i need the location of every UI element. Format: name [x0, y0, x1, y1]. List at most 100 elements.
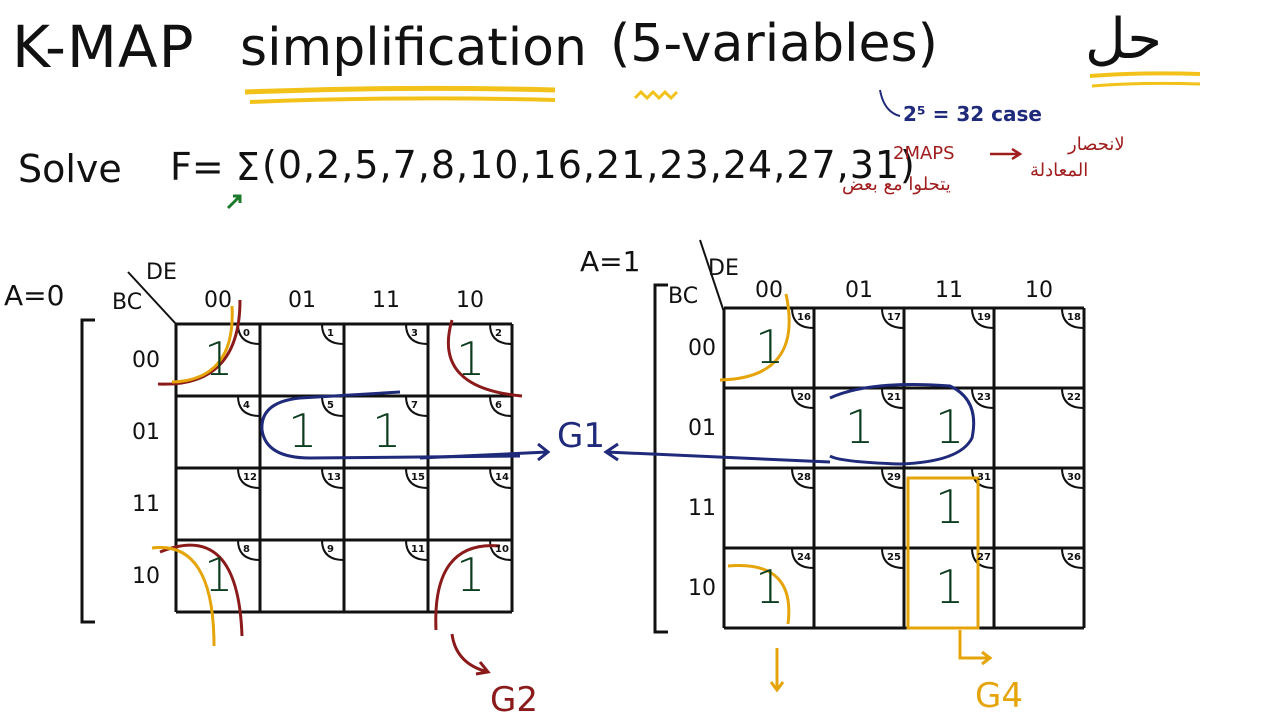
map0-cell-one: 1 [204, 332, 234, 386]
map1-col-header: 11 [935, 278, 963, 303]
map0-row-header: 00 [132, 348, 160, 373]
map0-cell-one: 1 [372, 404, 402, 458]
map0-cell-one: 1 [456, 332, 486, 386]
map1-g4-arrow-left [769, 648, 785, 693]
map0-col-header: 10 [456, 288, 484, 313]
map1-cell-one: 1 [935, 400, 965, 454]
map1-minterm-number: 26 [1067, 552, 1081, 563]
map0-g1-arrow [419, 442, 551, 462]
map1-minterm-badge [791, 307, 815, 329]
title-variables: (5-variables) [610, 14, 938, 74]
map0-a-label: A=0 [4, 279, 65, 312]
map1-minterm-badge [1061, 547, 1085, 569]
map1-minterm-number: 27 [977, 552, 991, 563]
map0-minterm-badge [405, 467, 429, 489]
map1-cell-one: 1 [935, 480, 965, 534]
map1-minterm-badge [1061, 467, 1085, 489]
minterm-list: (0,2,5,7,8,10,16,21,23,24,27,31) [262, 143, 916, 187]
map0-minterm-number: 8 [243, 544, 250, 555]
map1-g4-corner-bl [727, 563, 791, 625]
map1-minterm-number: 19 [977, 312, 991, 323]
map0-g2-corner-tl [157, 299, 242, 386]
arabic-note-2: المعادلة [1030, 160, 1089, 181]
map1-row-header: 10 [688, 576, 716, 601]
map1-a-label: A=1 [580, 245, 641, 278]
map0-minterm-number: 1 [327, 328, 334, 339]
title-underline [244, 85, 556, 95]
map0-cell-one: 1 [204, 548, 234, 602]
map0-col-header: 00 [204, 288, 232, 313]
maps-note: 2MAPS [893, 143, 955, 164]
map1-minterm-badge [791, 387, 815, 409]
map0-minterm-number: 13 [327, 472, 341, 483]
map0-minterm-number: 9 [327, 544, 334, 555]
map0-minterm-badge [489, 323, 513, 345]
map1-minterm-number: 24 [797, 552, 811, 563]
map0-row-header: 11 [132, 492, 160, 517]
map0-minterm-badge [237, 467, 261, 489]
map1-bracket [653, 283, 668, 634]
map1-minterm-number: 16 [797, 312, 811, 323]
map1-minterm-number: 17 [887, 312, 901, 323]
map0-minterm-number: 14 [495, 472, 509, 483]
map0-minterm-number: 0 [243, 328, 250, 339]
map1-grid [722, 306, 1086, 630]
group-g4-label: G4 [975, 676, 1023, 716]
map0-minterm-badge [405, 323, 429, 345]
map1-minterm-number: 20 [797, 392, 811, 403]
arabic-underline [1089, 71, 1201, 78]
map0-corner-line [127, 271, 177, 325]
maps-arrow [990, 147, 1023, 161]
map0-minterm-badge [321, 323, 345, 345]
map0-minterm-number: 6 [495, 400, 502, 411]
map1-minterm-badge [1061, 387, 1085, 409]
map1-g4-rect [906, 476, 980, 630]
solve-label: Solve [18, 147, 122, 191]
map1-g4-corner-tl [719, 293, 791, 382]
map0-cell-one: 1 [456, 548, 486, 602]
cases-note: 2⁵ = 32 case [903, 102, 1042, 126]
map1-cell-one: 1 [755, 320, 785, 374]
map0-minterm-number: 12 [243, 472, 257, 483]
group-g1-label: G1 [557, 416, 605, 456]
map0-minterm-badge [237, 395, 261, 417]
map0-minterm-number: 15 [411, 472, 425, 483]
map0-g1-loop [260, 396, 521, 460]
map1-g1-arrow [603, 442, 831, 464]
map0-row-header: 01 [132, 420, 160, 445]
map0-minterm-badge [405, 539, 429, 561]
map0-g2-arrow [450, 633, 491, 676]
map1-row-header: 11 [688, 496, 716, 521]
map0-col-header: 01 [288, 288, 316, 313]
map1-minterm-number: 21 [887, 392, 901, 403]
map1-minterm-number: 30 [1067, 472, 1081, 483]
map0-bracket [80, 318, 95, 624]
map0-minterm-number: 4 [243, 400, 250, 411]
map1-minterm-badge [971, 387, 995, 409]
map1-minterm-number: 22 [1067, 392, 1081, 403]
map1-cell-one: 1 [845, 400, 875, 454]
map0-g4-corner-tl [171, 305, 234, 384]
map1-row-header: 00 [688, 336, 716, 361]
map0-corner-bc: BC [112, 290, 143, 315]
map0-minterm-badge [237, 539, 261, 561]
sigma-symbol: Σ [235, 145, 260, 189]
title-arabic: حل [1085, 7, 1163, 72]
title-simplification: simplification [240, 18, 587, 78]
map1-corner-bc: BC [668, 284, 699, 309]
map0-g2-corner-tr [446, 319, 523, 398]
map0-minterm-badge [489, 395, 513, 417]
title-underline-2 [249, 96, 556, 104]
map1-minterm-number: 28 [797, 472, 811, 483]
sigma-tick [226, 194, 242, 210]
variables-squiggle [633, 89, 679, 101]
map0-g2-corner-br [434, 544, 501, 631]
map0-row-header: 10 [132, 564, 160, 589]
map1-corner-de: DE [708, 256, 739, 281]
map1-corner-line [699, 239, 725, 313]
map1-minterm-badge [791, 547, 815, 569]
map0-minterm-badge [321, 467, 345, 489]
map0-minterm-badge [321, 395, 345, 417]
map0-corner-de: DE [146, 260, 177, 285]
